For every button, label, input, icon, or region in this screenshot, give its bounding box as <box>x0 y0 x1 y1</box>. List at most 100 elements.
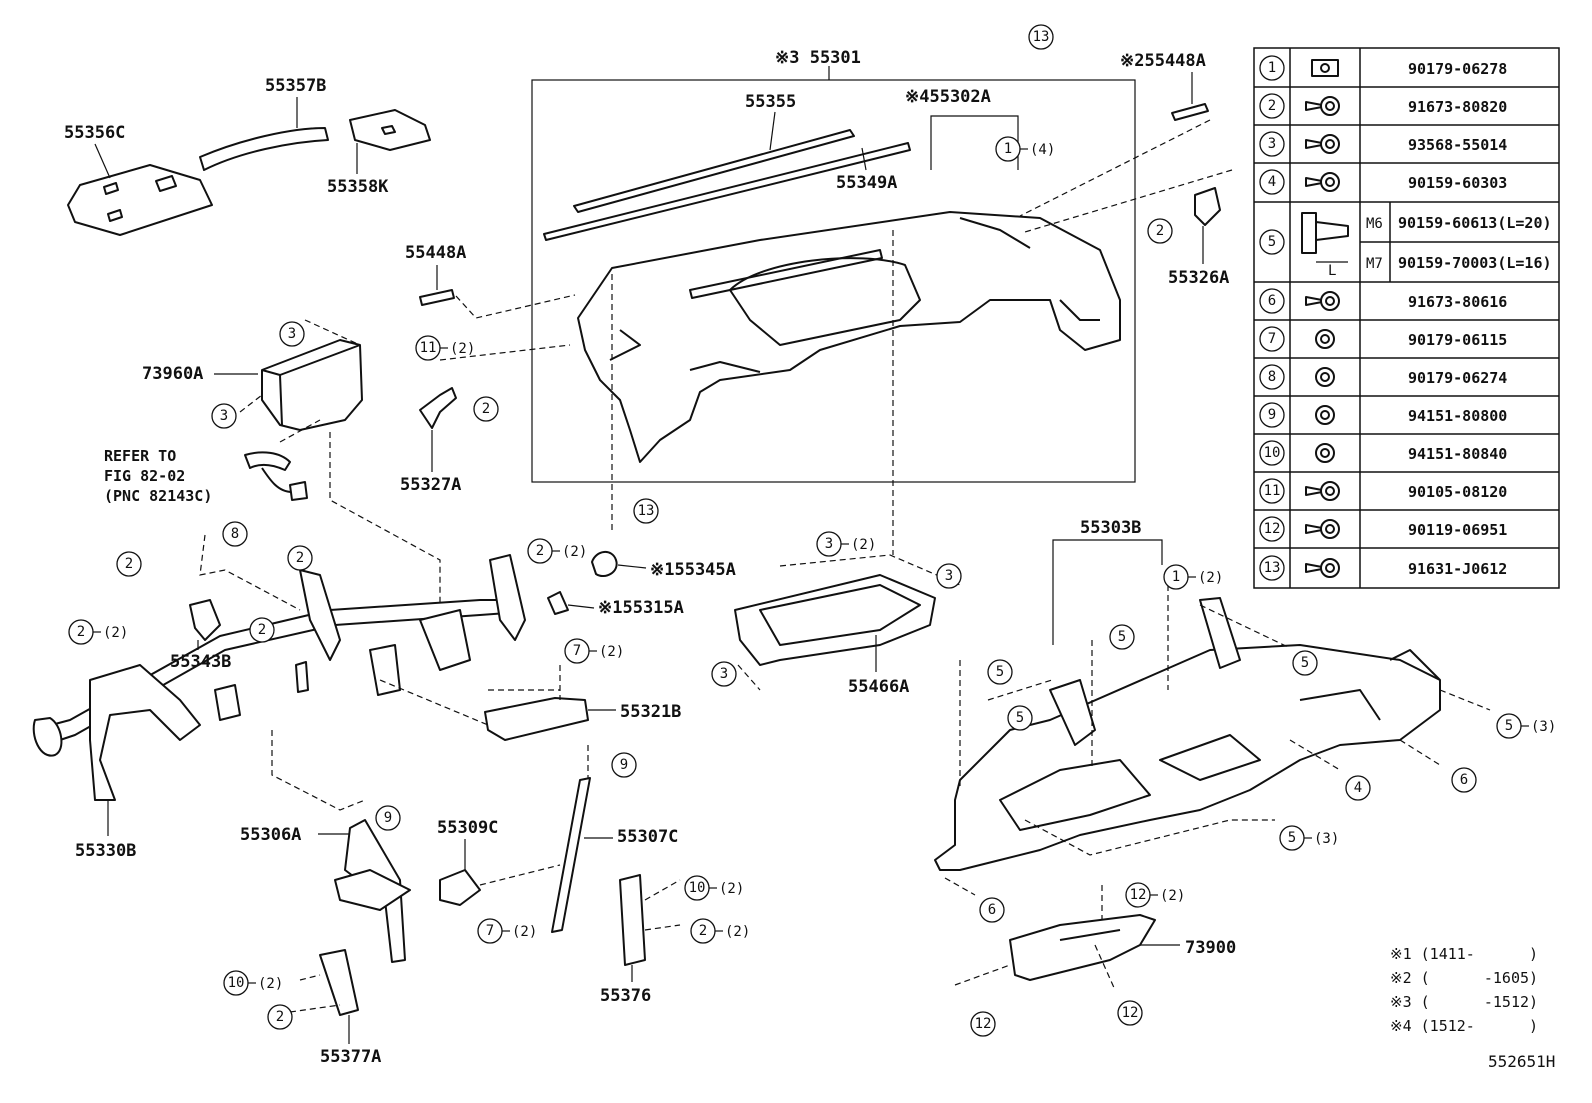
callout-5[interactable]: 5 <box>1007 705 1033 731</box>
bracket-55309C[interactable] <box>439 869 481 906</box>
label-73900[interactable]: 73900 <box>1185 938 1236 958</box>
label-55309C[interactable]: 55309C <box>437 818 498 838</box>
callout-2[interactable]: 2 <box>473 396 499 422</box>
callout-5[interactable]: 5 <box>1109 624 1135 650</box>
clip-55345A[interactable] <box>591 551 618 578</box>
label-55326A[interactable]: 55326A <box>1168 268 1229 288</box>
label-55345A[interactable]: ※155345A <box>650 560 736 580</box>
callout-10[interactable]: 10(2) <box>684 875 744 901</box>
label-55355[interactable]: 55355 <box>745 92 796 112</box>
callout-3[interactable]: 3 <box>711 661 737 687</box>
panel-reinforcement-55303B[interactable] <box>934 644 1441 871</box>
callout-5[interactable]: 5 <box>1292 650 1318 676</box>
fastener-part-number[interactable]: 91673-80820 <box>1408 98 1507 116</box>
label-55377A[interactable]: 55377A <box>320 1047 381 1067</box>
fastener-part-number[interactable]: 90179-06274 <box>1408 369 1507 387</box>
glovebox-73900[interactable] <box>1009 914 1156 981</box>
harness-connector[interactable] <box>244 451 291 471</box>
clip-55315A[interactable] <box>547 591 569 615</box>
bracket-55377A[interactable] <box>319 949 359 1016</box>
fastener-part-number[interactable]: 90159-70003(L=16) <box>1398 254 1552 272</box>
callout-2[interactable]: 2 <box>267 1004 293 1030</box>
fastener-part-number[interactable]: 94151-80800 <box>1408 407 1507 425</box>
callout-8[interactable]: 8 <box>222 521 248 547</box>
fastener-part-number[interactable]: 90159-60613(L=20) <box>1398 214 1552 232</box>
fastener-part-number[interactable]: 90105-08120 <box>1408 483 1507 501</box>
fastener-part-number[interactable]: 90159-60303 <box>1408 174 1507 192</box>
brace-55307C[interactable] <box>551 777 591 933</box>
strip-55357B[interactable] <box>199 127 329 171</box>
label-55327A[interactable]: 55327A <box>400 475 461 495</box>
instrument-panel-body[interactable] <box>577 211 1121 463</box>
callout-2[interactable]: 2 <box>249 617 275 643</box>
label-55321B[interactable]: 55321B <box>620 702 681 722</box>
callout-12[interactable]: 12 <box>1117 1000 1143 1026</box>
cluster-finish-55466A[interactable] <box>734 574 936 666</box>
callout-1[interactable]: 1(4) <box>995 136 1055 162</box>
bracket-55326A[interactable] <box>1194 187 1221 226</box>
pad-55356C[interactable] <box>67 164 213 236</box>
callout-4[interactable]: 4 <box>1345 775 1371 801</box>
label-55315A[interactable]: ※155315A <box>598 598 684 618</box>
callout-10[interactable]: 10(2) <box>223 970 283 996</box>
callout-2[interactable]: 2(2) <box>68 619 128 645</box>
label-55349A[interactable]: 55349A <box>836 173 897 193</box>
fastener-part-number[interactable]: 90179-06115 <box>1408 331 1507 349</box>
fastener-part-number[interactable]: 93568-55014 <box>1408 136 1507 154</box>
callout-2[interactable]: 2(2) <box>527 538 587 564</box>
steering-support-bracket[interactable] <box>89 664 201 801</box>
callout-2[interactable]: 2 <box>287 545 313 571</box>
label-55307C[interactable]: 55307C <box>617 827 678 847</box>
bracket-55327A[interactable] <box>419 387 457 429</box>
fastener-part-number[interactable]: 94151-80840 <box>1408 445 1507 463</box>
bracket-55321B[interactable] <box>484 697 589 741</box>
label-55466A[interactable]: 55466A <box>848 677 909 697</box>
fastener-part-number[interactable]: 91673-80616 <box>1408 293 1507 311</box>
label-55356C[interactable]: 55356C <box>64 123 125 143</box>
label-55306A[interactable]: 55306A <box>240 825 301 845</box>
bracket-55376[interactable] <box>619 874 646 966</box>
callout-13[interactable]: 13 <box>1028 24 1054 50</box>
callout-3[interactable]: 3 <box>211 403 237 429</box>
strip-55355[interactable] <box>573 129 855 213</box>
callout-3[interactable]: 3(2) <box>816 531 876 557</box>
callout-12[interactable]: 12 <box>970 1011 996 1037</box>
airbag-73960A[interactable] <box>261 339 363 431</box>
callout-6[interactable]: 6 <box>979 897 1005 923</box>
label-55357B[interactable]: 55357B <box>265 76 326 96</box>
callout-7[interactable]: 7(2) <box>477 918 537 944</box>
fastener-part-number[interactable]: 90119-06951 <box>1408 521 1507 539</box>
label-55301[interactable]: ※3 55301 <box>775 48 861 68</box>
callout-9[interactable]: 9 <box>611 752 637 778</box>
label-55358K[interactable]: 55358K <box>327 177 389 197</box>
fastener-part-number[interactable]: 91631-J0612 <box>1408 560 1507 578</box>
callout-2[interactable]: 2(2) <box>690 918 750 944</box>
label-55448A-top[interactable]: ※255448A <box>1120 51 1206 71</box>
label-55303B[interactable]: 55303B <box>1080 518 1141 538</box>
label-55376[interactable]: 55376 <box>600 986 651 1006</box>
plate-55358K[interactable] <box>349 109 431 151</box>
strip-55349A[interactable] <box>543 142 911 241</box>
label-55330B[interactable]: 55330B <box>75 841 136 861</box>
label-55343B[interactable]: 55343B <box>170 652 231 672</box>
fastener-part-number[interactable]: 90179-06278 <box>1408 60 1507 78</box>
label-73960A[interactable]: 73960A <box>142 364 203 384</box>
strip-55448A[interactable] <box>419 289 455 306</box>
label-55448A[interactable]: 55448A <box>405 243 466 263</box>
bracket-55343B[interactable] <box>189 599 221 641</box>
callout-3[interactable]: 3 <box>279 321 305 347</box>
callout-3[interactable]: 3 <box>936 563 962 589</box>
callout-5[interactable]: 5 <box>987 659 1013 685</box>
